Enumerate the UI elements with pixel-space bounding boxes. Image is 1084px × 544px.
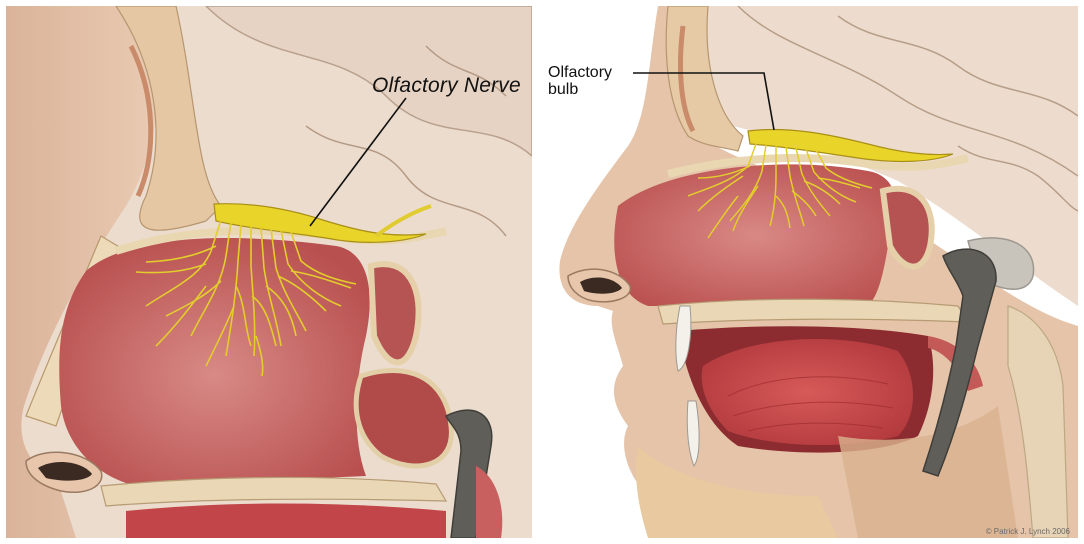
artist-credit: © Patrick J. Lynch 2006	[986, 527, 1070, 536]
tongue	[126, 504, 446, 539]
olfactory-nerve-illustration: Olfactory Nerve	[6, 6, 532, 538]
olfactory-bulb-illustration: Olfactory bulb © Patrick J. Lynch 2006	[538, 6, 1078, 538]
bulb-label-line1: Olfactory	[548, 64, 612, 81]
nasal-cavity	[59, 238, 369, 486]
bulb-label-line2: bulb	[548, 81, 578, 98]
olfactory-bulb-label: Olfactory bulb	[548, 64, 638, 98]
tongue	[702, 339, 913, 445]
sphenoid-sinus	[371, 264, 419, 362]
olfactory-nerve-label: Olfactory Nerve	[372, 74, 521, 98]
